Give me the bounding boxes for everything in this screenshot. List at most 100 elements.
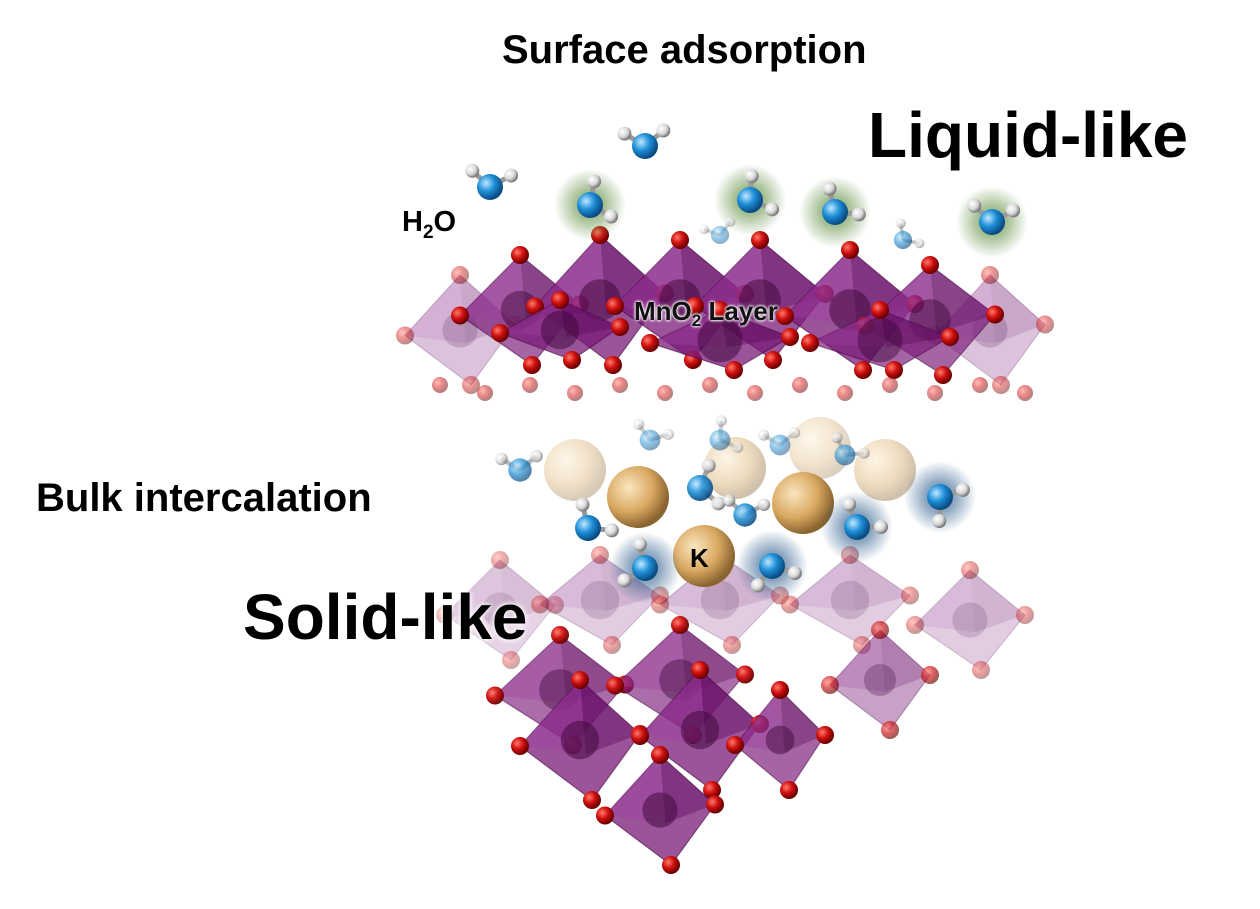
water-oxygen-atom: [632, 555, 658, 581]
potassium-ion: [544, 439, 606, 501]
octahedron-face: [930, 265, 995, 334]
hydrogen-atom: [932, 513, 947, 528]
hydrogen-atom: [858, 447, 870, 459]
oxygen-atom: [691, 661, 709, 679]
oxygen-atom: [801, 334, 819, 352]
octahedron-face: [460, 255, 526, 324]
hydrogen-atom: [842, 497, 857, 512]
oxygen-atom: [781, 328, 799, 346]
hydrogen-atom: [822, 181, 837, 196]
hydrogen-atom: [530, 449, 543, 463]
octahedron-face: [970, 570, 1025, 632]
water-oxygen-atom: [709, 429, 731, 451]
oxygen-atom: [603, 636, 621, 654]
hydrogen-atom: [955, 482, 970, 497]
water-oxygen-atom: [577, 192, 603, 218]
hydrogen-atom: [617, 573, 632, 588]
hydrogen-atom: [662, 428, 674, 440]
oxygen-atom: [854, 361, 872, 379]
hydrogen-atom: [722, 494, 736, 507]
hydrogen-atom: [1006, 203, 1021, 218]
oxygen-atom: [881, 721, 899, 739]
octahedron-face: [915, 570, 976, 632]
manganese-atom: [739, 279, 781, 321]
hydrogen-atom: [744, 169, 759, 184]
manganese-atom: [864, 664, 896, 696]
oxygen-atom: [606, 676, 624, 695]
oxygen-atom: [662, 856, 680, 874]
oxygen-atom: [747, 385, 763, 401]
oxygen-atom: [671, 231, 689, 249]
oxygen-atom: [934, 366, 952, 384]
oxygen-atom: [871, 621, 889, 639]
oxygen-atom: [486, 686, 504, 705]
oxygen-atom: [941, 328, 959, 346]
hydrogen-atom: [750, 578, 765, 593]
oxygen-atom: [551, 626, 569, 644]
oxygen-atom: [725, 361, 743, 379]
hydrogen-atom: [587, 174, 602, 189]
oxygen-atom: [571, 671, 589, 689]
oxygen-atom: [885, 361, 903, 379]
manganese-atom: [700, 580, 740, 620]
oxygen-atom: [792, 377, 808, 393]
hydrogen-atom: [617, 126, 632, 141]
water-oxygen-atom: [979, 209, 1005, 235]
mno2-label-sub: 2: [691, 311, 702, 331]
oxygen-atom: [723, 636, 741, 654]
hydrogen-atom: [575, 497, 590, 512]
oxygen-atom: [491, 324, 509, 342]
potassium-ion: [673, 525, 735, 587]
oxygen-atom: [837, 385, 853, 401]
hydrogen-atom: [874, 520, 888, 534]
water-oxygen-atom: [759, 553, 785, 579]
oxygen-atom: [711, 301, 729, 319]
bulk-intercalation-label: Bulk intercalation: [36, 476, 372, 520]
hydrogen-atom: [632, 537, 647, 552]
oxygen-atom: [511, 737, 529, 755]
oxygen-atom: [781, 595, 799, 614]
solid-like-label: Solid-like: [243, 581, 528, 653]
oxygen-atom: [986, 305, 1004, 324]
oxygen-atom: [563, 351, 581, 369]
octahedron-face: [540, 555, 606, 611]
oxygen-atom: [981, 266, 999, 284]
oxygen-atom: [596, 806, 614, 825]
hydrogen-atom: [504, 168, 519, 183]
water-oxygen-atom: [575, 515, 601, 541]
hydrogen-atom: [765, 202, 780, 217]
hydrogen-atom: [699, 224, 710, 235]
octahedron-face: [405, 275, 466, 344]
oxygen-atom: [816, 726, 834, 744]
oxygen-atom: [671, 616, 689, 634]
oxygen-atom: [502, 651, 520, 669]
hydrogen-atom: [914, 238, 925, 249]
oxygen-atom: [631, 727, 649, 745]
oxygen-atom: [511, 246, 529, 264]
oxygen-atom: [780, 781, 798, 799]
oxygen-atom: [1036, 315, 1054, 334]
mno2-top-layer: [396, 226, 1054, 401]
hydrogen-atom: [895, 218, 906, 229]
water-oxygen-atom: [687, 475, 713, 501]
manganese-atom: [642, 792, 678, 828]
oxygen-atom: [531, 595, 549, 614]
h2o-label: H2O: [402, 206, 456, 244]
manganese-atom: [540, 310, 580, 350]
oxygen-atom: [927, 385, 943, 401]
water-oxygen-atom: [632, 133, 658, 159]
oxygen-atom: [764, 351, 782, 369]
hydrogen-atom: [656, 123, 671, 138]
octahedron-face: [850, 555, 910, 611]
water-oxygen-atom: [769, 434, 791, 456]
manganese-atom: [952, 602, 988, 638]
water-oxygen-atom: [639, 429, 661, 451]
water-oxygen-atom: [737, 187, 763, 213]
water-oxygen-atom: [927, 484, 953, 510]
oxygen-atom: [396, 326, 414, 345]
h2o-label-sub: 2: [422, 221, 434, 243]
oxygen-atom: [523, 356, 541, 374]
oxygen-atom: [462, 376, 480, 394]
manganese-atom: [580, 580, 620, 620]
manganese-atom: [560, 720, 600, 760]
